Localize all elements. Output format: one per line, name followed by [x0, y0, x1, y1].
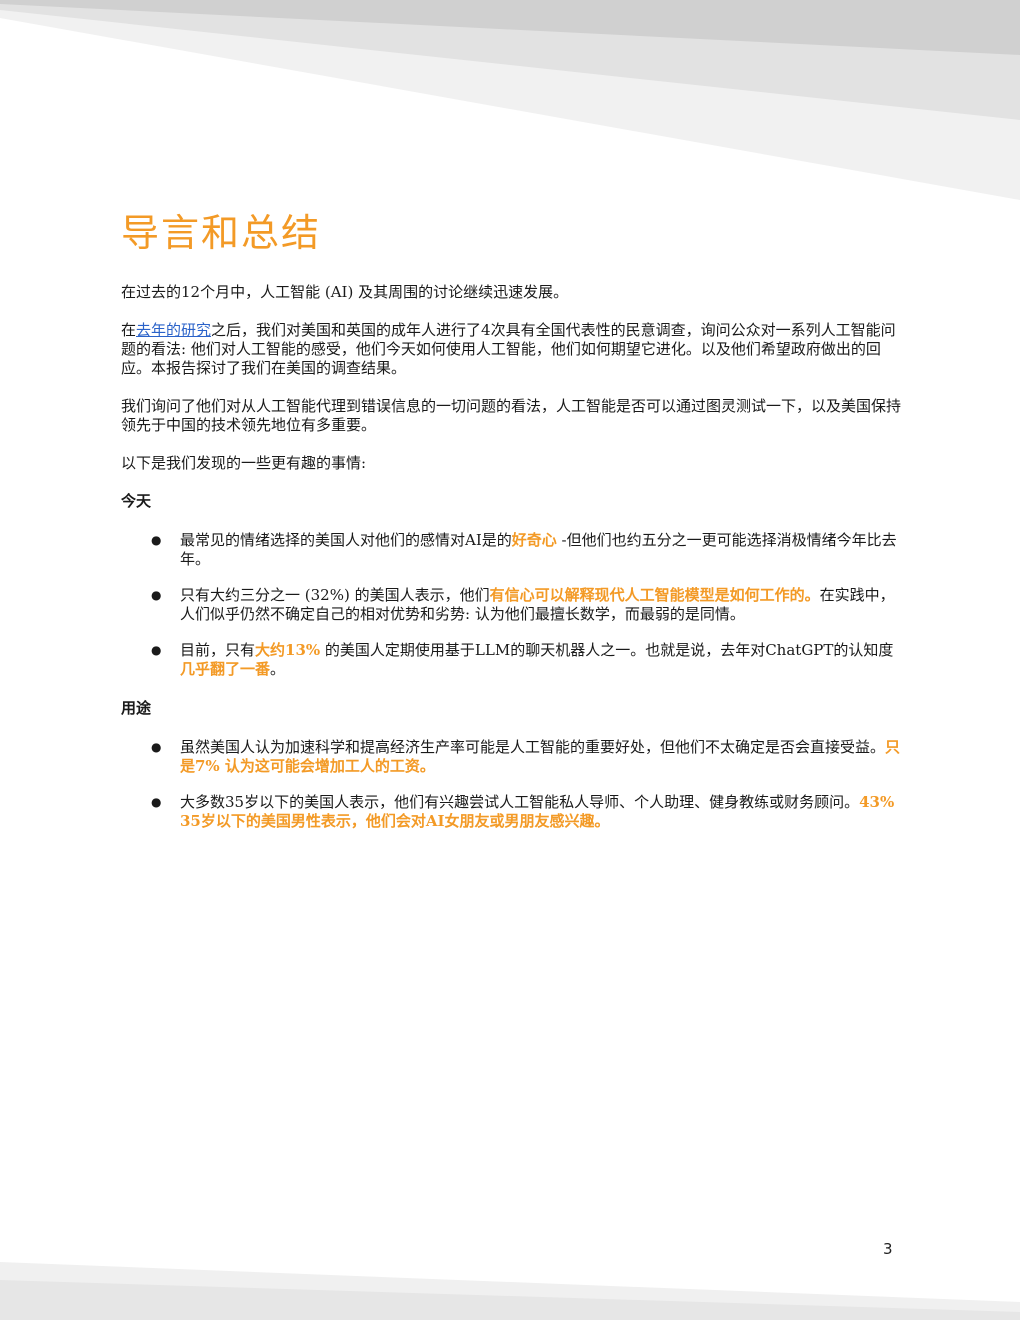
intro-paragraph-2: 在去年的研究之后，我们对美国和英国的成年人进行了4次具有全国代表性的民意调查，询… [121, 321, 901, 378]
intro-paragraph-1: 在过去的12个月中，人工智能 (AI) 及其周围的讨论继续迅速发展。 [121, 283, 569, 301]
bullet-text: 在实践中，人们似乎仍然不确定自己的相对优势和劣势: 认为他们最擅长数学，而最弱的… [180, 586, 895, 623]
highlight-text: 好奇心 [511, 531, 557, 549]
section-heading-uses: 用途 [121, 699, 152, 717]
last-year-research-link[interactable]: 去年的研究 [136, 321, 212, 339]
list-item: ● 虽然美国人认为加速科学和提高经济生产率可能是人工智能的重要好处，但他们不太确… [151, 738, 901, 776]
bullet-text: 虽然美国人认为加速科学和提高经济生产率可能是人工智能的重要好处，但他们不太确定是… [180, 738, 886, 756]
list-item: ● 最常见的情绪选择的美国人对他们的感情对AI是的好奇心 -但他们也约五分之一更… [151, 531, 901, 569]
bullet-icon: ● [151, 795, 162, 809]
highlight-text: 43% 35岁以下的美国男性表示，他们会对AI女朋友或男朋友感兴趣。 [180, 793, 895, 830]
intro-p2-prefix: 在 [121, 321, 137, 339]
uses-bullet-list: ● 虽然美国人认为加速科学和提高经济生产率可能是人工智能的重要好处，但他们不太确… [121, 738, 901, 831]
today-bullet-list: ● 最常见的情绪选择的美国人对他们的感情对AI是的好奇心 -但他们也约五分之一更… [121, 531, 901, 679]
header-decoration [0, 0, 1020, 200]
bullet-text: 大多数35岁以下的美国人表示，他们有兴趣尝试人工智能私人导师、个人助理、健身教练… [180, 793, 860, 811]
bullet-text: 只有大约三分之一 (32%) 的美国人表示，他们 [180, 586, 490, 604]
page-number: 3 [883, 1240, 893, 1258]
list-item: ● 大多数35岁以下的美国人表示，他们有兴趣尝试人工智能私人导师、个人助理、健身… [151, 793, 901, 831]
highlight-text: 大约13% [255, 641, 321, 659]
section-heading-today: 今天 [121, 492, 152, 510]
bullet-text: 的美国人定期使用基于LLM的聊天机器人之一。也就是说，去年对ChatGPT的认知… [320, 641, 894, 659]
bullet-text: 目前，只有 [180, 641, 256, 659]
intro-paragraph-3: 我们询问了他们对从人工智能代理到错误信息的一切问题的看法，人工智能是否可以通过图… [121, 397, 902, 434]
footer-decoration [0, 1262, 1020, 1320]
intro-p2-body: 之后，我们对美国和英国的成年人进行了4次具有全国代表性的民意调查，询问公众对一系… [121, 321, 896, 377]
bullet-icon: ● [151, 643, 162, 657]
intro-paragraph-4: 以下是我们发现的一些更有趣的事情: [121, 454, 367, 472]
highlight-text: 只是7% 认为这可能会增加工人的工资。 [180, 738, 901, 775]
page-title: 导言和总结 [121, 211, 322, 255]
bullet-text: 。 [270, 660, 286, 678]
highlight-text: 几乎翻了一番 [180, 660, 271, 678]
bullet-text: 最常见的情绪选择的美国人对他们的感情对AI是的 [180, 531, 512, 549]
bullet-icon: ● [151, 533, 162, 547]
bullet-icon: ● [151, 740, 162, 754]
list-item: ● 目前，只有大约13% 的美国人定期使用基于LLM的聊天机器人之一。也就是说，… [151, 641, 901, 679]
main-content: 导言和总结 在过去的12个月中，人工智能 (AI) 及其周围的讨论继续迅速发展。… [121, 205, 901, 851]
bullet-icon: ● [151, 588, 162, 602]
highlight-text: 有信心可以解释现代人工智能模型是如何工作的。 [489, 586, 820, 604]
list-item: ● 只有大约三分之一 (32%) 的美国人表示，他们有信心可以解释现代人工智能模… [151, 586, 901, 624]
bullet-text: -但他们也约五分之一更可能选择消极情绪今年比去年。 [180, 531, 897, 568]
